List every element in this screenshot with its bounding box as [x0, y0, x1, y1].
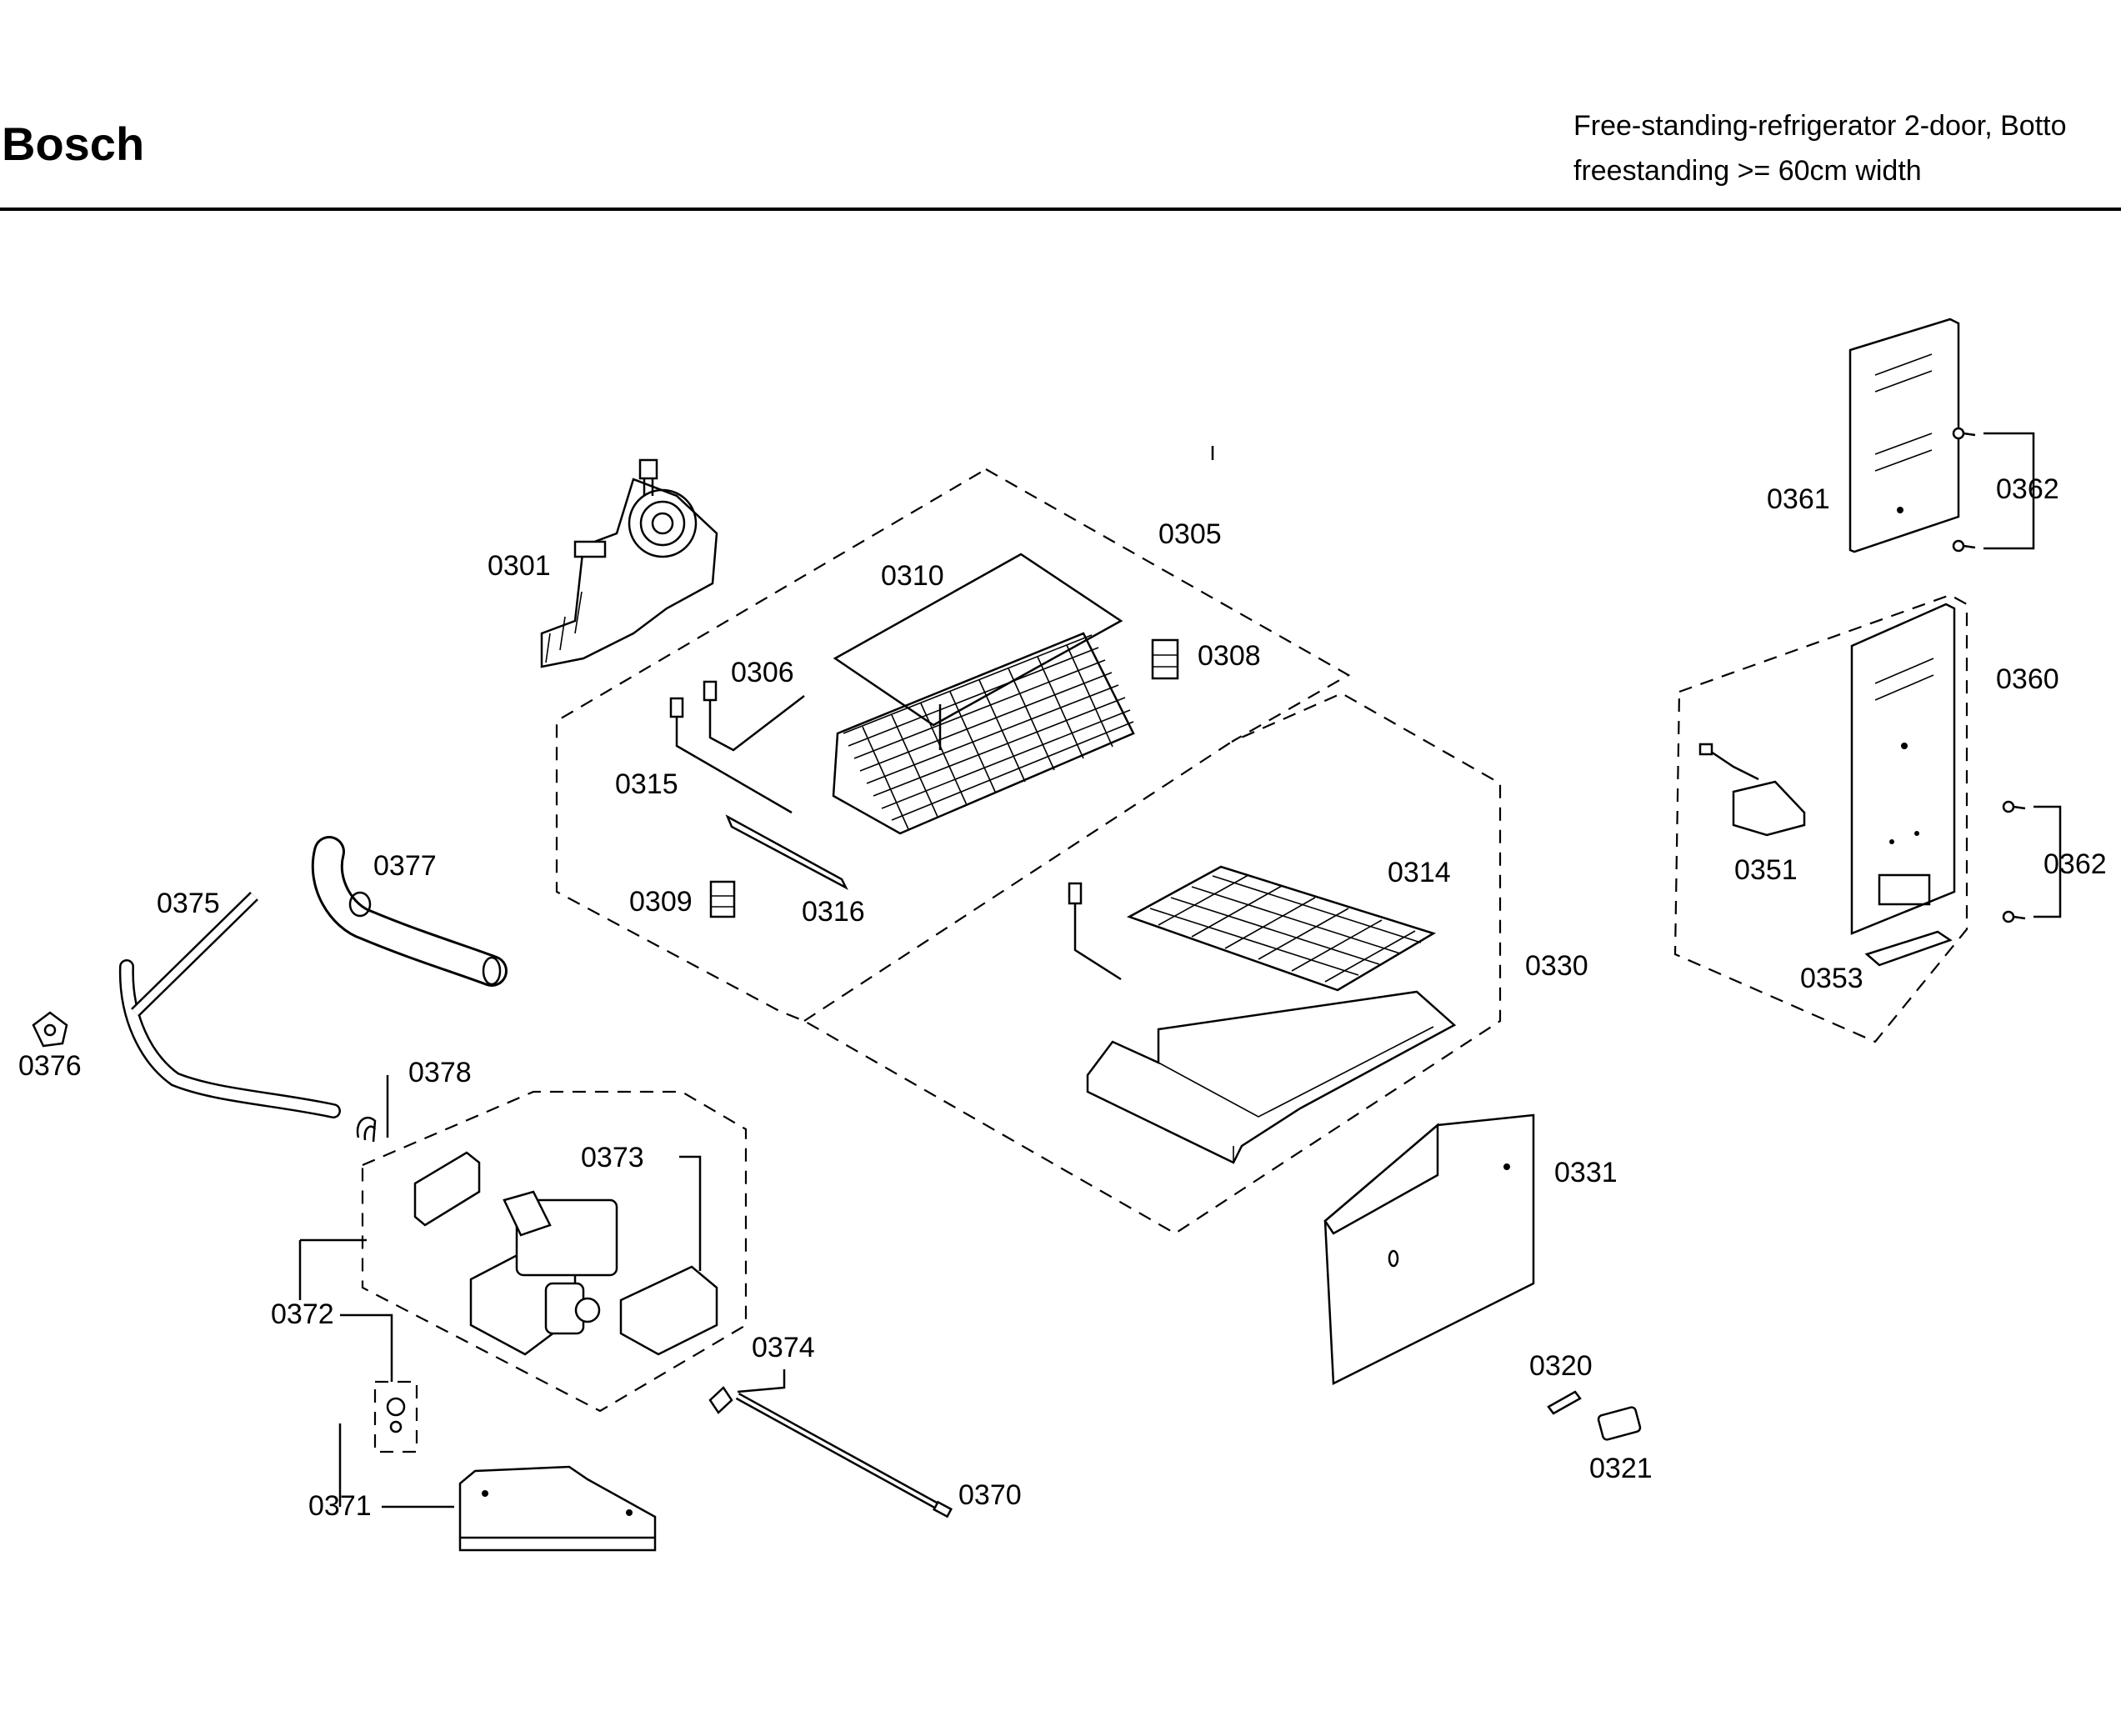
part-0310-evaporator [832, 553, 1135, 835]
part-0371-bracket [458, 1465, 657, 1552]
label-0309: 0309 [629, 886, 693, 918]
label-0360: 0360 [1996, 663, 2059, 695]
part-0301-fan-housing [540, 458, 718, 668]
part-0375-hose [118, 891, 341, 1118]
label-0305: 0305 [1158, 518, 1222, 550]
part-0321-plug [1597, 1406, 1642, 1441]
part-0314-lower-evaporator [1068, 865, 1437, 992]
part-0370-tube [735, 1393, 953, 1518]
label-0373: 0373 [581, 1142, 644, 1173]
header-rule [0, 208, 2121, 211]
label-0315: 0315 [615, 768, 678, 800]
group-outline-0371 [373, 1380, 418, 1453]
model-description-line1: Free-standing-refrigerator 2-door, Botto [1573, 110, 2067, 142]
label-0362-bottom: 0362 [2043, 848, 2107, 880]
part-0306-sensor [703, 680, 805, 752]
part-0308-connector [1151, 638, 1179, 680]
label-0330: 0330 [1525, 950, 1588, 982]
part-0309-connector [709, 880, 736, 918]
label-0377: 0377 [373, 850, 437, 882]
label-0371: 0371 [308, 1490, 372, 1522]
model-description: Free-standing-refrigerator 2-door, Botto… [1573, 103, 2067, 193]
group-outline-0330-inner [803, 741, 1233, 1022]
part-0362-screws-bottom [2002, 800, 2026, 923]
label-0308: 0308 [1198, 640, 1261, 672]
model-description-line2: freestanding >= 60cm width [1573, 155, 1922, 187]
label-0351: 0351 [1734, 854, 1798, 886]
part-0378-clip [356, 1116, 377, 1143]
part-0376-clip [32, 1011, 68, 1048]
label-0331: 0331 [1554, 1157, 1618, 1188]
part-0362-screws-top [1952, 427, 1976, 553]
label-0306: 0306 [731, 657, 794, 688]
part-0374-clip [708, 1386, 733, 1414]
label-0362-top: 0362 [1996, 473, 2059, 505]
group-outline-0372 [361, 1090, 748, 1413]
part-0377-tube [311, 836, 508, 987]
part-0351-switch [1698, 743, 1806, 837]
part-0371-screw [386, 1397, 406, 1433]
label-0310: 0310 [881, 560, 944, 592]
group-outline-0305 [555, 468, 1502, 1235]
part-0353-cover [1864, 930, 1953, 967]
label-0321: 0321 [1589, 1453, 1653, 1484]
label-0374: 0374 [752, 1332, 815, 1363]
label-0375: 0375 [157, 888, 220, 919]
label-0372: 0372 [271, 1298, 334, 1330]
label-0316: 0316 [802, 896, 865, 928]
part-0373-valve-assembly [413, 1151, 718, 1356]
part-0361-panel [1848, 318, 1960, 553]
part-0320-pin [1547, 1390, 1582, 1415]
part-0316-bracket [725, 814, 848, 890]
part-0331-cover-plate [1323, 1113, 1535, 1385]
label-0301: 0301 [488, 550, 551, 582]
label-0376: 0376 [18, 1050, 82, 1082]
group-outline-0360 [1673, 593, 1968, 1043]
brand-logo-text: Bosch [2, 118, 145, 170]
part-0330-drip-tray [1086, 990, 1457, 1164]
label-0320: 0320 [1529, 1350, 1593, 1382]
label-0378: 0378 [408, 1057, 472, 1088]
part-0360-panel [1850, 603, 1956, 935]
label-0353: 0353 [1800, 963, 1863, 994]
label-0361: 0361 [1767, 483, 1830, 515]
label-0370: 0370 [958, 1479, 1022, 1511]
part-0315-heater-lead [669, 697, 793, 814]
leader-lines [298, 432, 2062, 1508]
label-0314: 0314 [1388, 857, 1451, 888]
